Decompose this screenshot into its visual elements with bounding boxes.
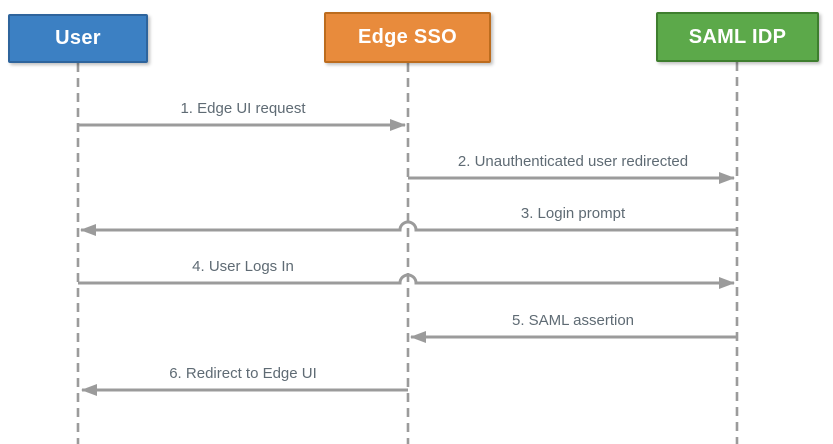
actor-edge-sso-label: Edge SSO (357, 26, 458, 48)
message-arrow-4 (78, 273, 735, 289)
actor-saml-idp: SAML IDP (656, 12, 819, 62)
message-label-2: 2. Unauthenticated user redirected (457, 153, 689, 170)
message-label-6: 6. Redirect to Edge UI (169, 365, 317, 382)
message-label-4: 4. User Logs In (192, 258, 294, 275)
actor-saml-idp-label: SAML IDP (688, 25, 787, 48)
message-arrow-3 (80, 220, 737, 236)
lifelines (76, 62, 739, 444)
actor-edge-sso: Edge SSO (324, 12, 491, 63)
message-label-5: 5. SAML assertion (512, 312, 634, 329)
actor-user: User (8, 14, 148, 63)
message-label-1: 1. Edge UI request (180, 100, 306, 117)
actor-user-label: User (55, 27, 101, 49)
message-label-3: 3. Login prompt (520, 205, 626, 222)
message-arrows (78, 119, 737, 396)
